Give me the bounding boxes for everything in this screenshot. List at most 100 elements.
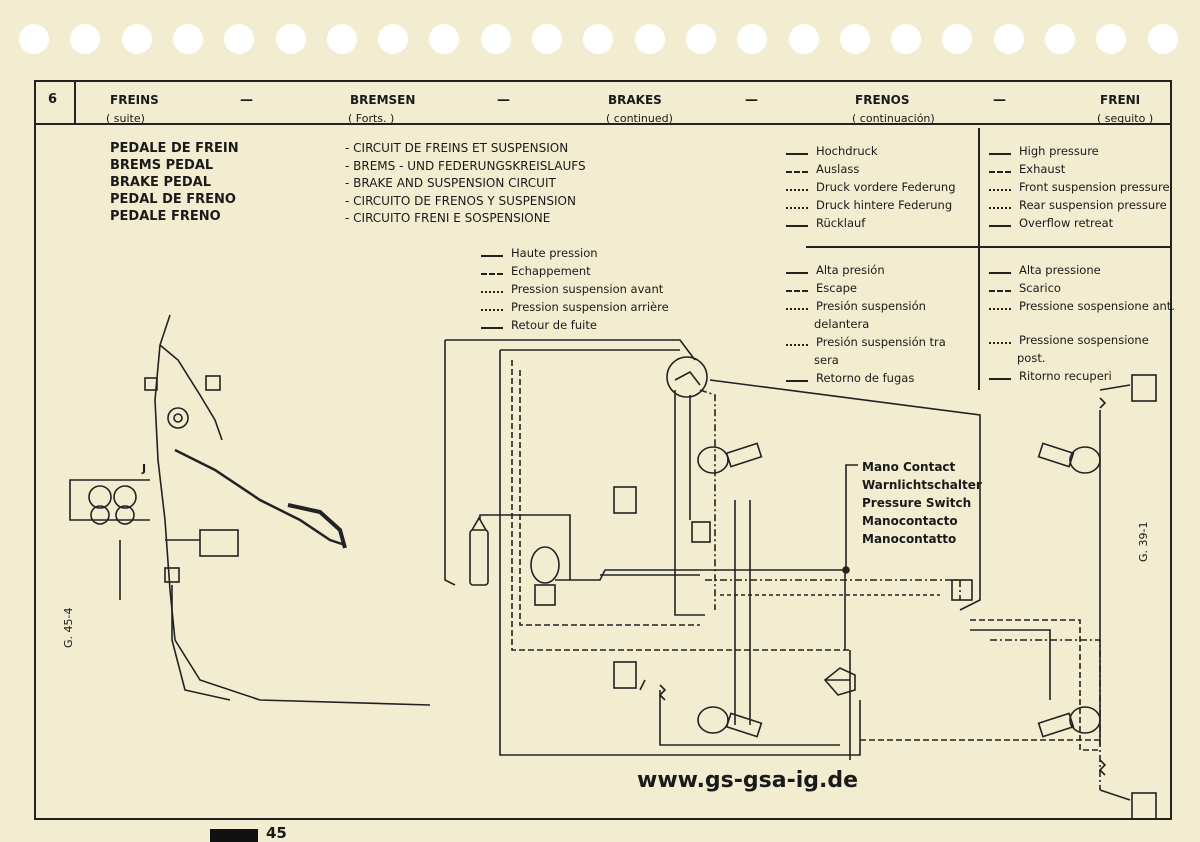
line-swatch xyxy=(989,342,1011,344)
punch-hole xyxy=(634,24,665,54)
punch-hole xyxy=(172,24,203,54)
header-frenos: FRENOS xyxy=(855,93,910,107)
punch-hole xyxy=(224,24,255,54)
legend-label: Druck hintere Federung xyxy=(816,198,953,212)
legend-label: Druck vordere Federung xyxy=(816,180,956,194)
legend-label: Pressione sospensione xyxy=(1019,333,1149,347)
punch-hole xyxy=(70,24,101,54)
punch-hole xyxy=(19,24,49,54)
pedal-title-es: PEDAL DE FRENO xyxy=(110,192,236,207)
punch-hole xyxy=(839,24,870,54)
page-frame xyxy=(34,80,1172,820)
website-watermark: www.gs-gsa-ig.de xyxy=(637,768,859,793)
circuit-title-de: - BREMS - UND FEDERUNGSKREISLAUFS xyxy=(345,158,586,173)
legend-label: Rücklauf xyxy=(816,216,866,230)
line-swatch xyxy=(481,273,503,275)
figure-ref-left: G. 45-4 xyxy=(62,607,75,648)
legend-label: Overflow retreat xyxy=(1019,216,1114,230)
punch-hole xyxy=(1147,24,1178,54)
line-swatch xyxy=(989,378,1011,380)
line-swatch xyxy=(989,171,1011,173)
line-swatch xyxy=(989,189,1011,191)
punch-hole xyxy=(480,24,511,54)
legend-label: delantera xyxy=(814,317,870,331)
line-swatch xyxy=(786,308,808,310)
punch-hole xyxy=(1045,24,1075,54)
line-swatch xyxy=(786,344,808,346)
line-swatch xyxy=(786,272,808,274)
legend-vertical-separator xyxy=(978,128,980,390)
header-freins-sub: ( suite) xyxy=(106,112,145,125)
legend-label: Scarico xyxy=(1019,281,1061,295)
legend-label: Pressione sospensione ant. xyxy=(1019,299,1175,313)
hydraulic-pipes xyxy=(444,339,1131,801)
legend-label: Ritorno recuperi xyxy=(1019,369,1112,383)
line-swatch xyxy=(786,189,808,191)
pedal-title-it: PEDALE FRENO xyxy=(110,209,221,224)
punch-hole xyxy=(378,24,409,54)
header-rule xyxy=(34,123,1172,125)
line-swatch xyxy=(786,171,808,173)
legend-label: Presión suspensión tra xyxy=(816,335,946,349)
section-number: 6 xyxy=(48,92,58,107)
line-swatch xyxy=(989,225,1011,227)
legend-label: Alta pressione xyxy=(1019,263,1101,277)
legend-label: sera xyxy=(814,353,839,367)
line-swatch xyxy=(989,272,1011,274)
mano-label-de: Warnlichtschalter xyxy=(862,478,982,492)
punch-hole xyxy=(429,24,460,54)
header-bremsen: BREMSEN xyxy=(350,93,416,107)
pedal-title-en: BRAKE PEDAL xyxy=(110,175,212,190)
legend-label: Haute pression xyxy=(511,246,598,260)
pedal-title-fr: PEDALE DE FREIN xyxy=(110,141,239,156)
punch-hole xyxy=(275,24,306,54)
label-j: J xyxy=(142,462,147,475)
punch-hole xyxy=(583,24,614,54)
legend-label: Pression suspension arrière xyxy=(511,300,669,314)
punch-holes xyxy=(0,24,1200,58)
figure-ref-right: G. 39-1 xyxy=(1137,521,1150,562)
punch-hole xyxy=(737,24,768,54)
circuit-titles: - CIRCUIT DE FREINS ET SUSPENSION - BREM… xyxy=(345,140,586,228)
mano-contact-pointer xyxy=(845,464,858,568)
header-dash-1: — xyxy=(240,93,253,108)
pedal-titles: PEDALE DE FREIN BREMS PEDAL BRAKE PEDAL … xyxy=(110,140,239,225)
header-frenos-sub: ( continuación) xyxy=(852,112,935,125)
line-swatch xyxy=(481,291,503,293)
header-brakes-sub: ( continued) xyxy=(606,112,673,125)
line-swatch xyxy=(481,255,503,257)
header-dash-4: — xyxy=(993,93,1006,108)
header-dash-2: — xyxy=(497,93,510,108)
punch-hole xyxy=(326,24,357,54)
brake-pedal-assembly xyxy=(69,314,431,706)
legend-label: High pressure xyxy=(1019,144,1099,158)
circuit-title-en: - BRAKE AND SUSPENSION CIRCUIT xyxy=(345,176,556,190)
punch-hole xyxy=(891,24,922,54)
line-swatch xyxy=(786,153,808,155)
mano-label-it: Manocontatto xyxy=(862,532,957,546)
circuit-title-es: - CIRCUITO DE FRENOS Y SUSPENSION xyxy=(345,193,576,208)
punch-hole xyxy=(788,24,819,54)
legend-label: Front suspension pressure xyxy=(1019,180,1170,194)
punch-hole xyxy=(942,24,973,54)
header-freni: FRENI xyxy=(1100,93,1141,107)
legend-label: Hochdruck xyxy=(816,144,878,158)
line-swatch xyxy=(989,207,1011,209)
legend-label: Pression suspension avant xyxy=(511,282,664,296)
punch-hole xyxy=(121,24,152,54)
header-bremsen-sub: ( Forts. ) xyxy=(348,112,395,125)
mano-contact-labels: Mano Contact Warnlichtschalter Pressure … xyxy=(862,458,982,548)
legend-label: Rear suspension pressure xyxy=(1019,198,1167,212)
line-swatch xyxy=(786,225,808,227)
circuit-title-it: - CIRCUITO FRENI E SOSPENSIONE xyxy=(345,211,551,225)
section-number-box xyxy=(34,80,76,125)
legend-horizontal-separator xyxy=(806,246,1171,248)
line-swatch xyxy=(989,290,1011,292)
punch-hole xyxy=(685,24,716,54)
legend-label: Exhaust xyxy=(1019,162,1066,176)
punch-hole xyxy=(1096,24,1127,54)
page-marker-bar xyxy=(210,829,258,842)
legend-label: Auslass xyxy=(816,162,860,176)
legend-label: Echappement xyxy=(511,264,591,278)
